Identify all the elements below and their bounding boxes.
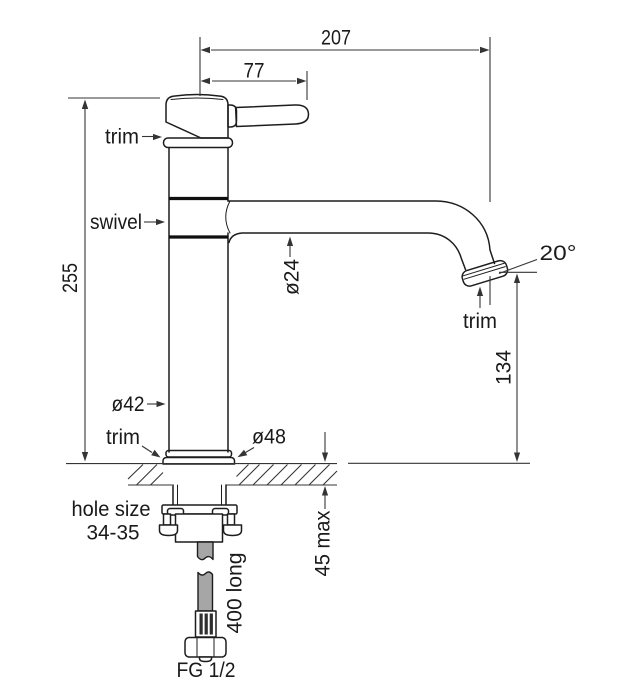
lever-handle — [234, 104, 310, 128]
arrowhead-left — [200, 46, 210, 54]
label-hole-size-value: 34-35 — [87, 522, 140, 545]
arrowhead-down — [321, 452, 329, 462]
hose-connector-nut — [184, 636, 227, 658]
arrowhead-down — [81, 452, 89, 462]
hose-ferrule-rib-1 — [199, 613, 203, 635]
base-trim-ring — [165, 449, 233, 458]
base-flange-group — [162, 449, 236, 465]
hose-upper-segment — [196, 541, 214, 561]
dimension-spout-diameter: ø24 — [281, 236, 304, 295]
aerator-cap — [461, 259, 509, 287]
arrowhead-up — [476, 286, 484, 296]
hose-lower-segment — [197, 571, 214, 612]
label-trim-top: trim — [105, 126, 139, 149]
arrowhead — [151, 449, 161, 458]
arrowhead-up — [513, 273, 521, 283]
leader-line — [141, 445, 153, 453]
label-trim-spout: trim — [463, 310, 497, 333]
dimension-handle-reach: 77 — [200, 60, 308, 100]
arrowhead — [153, 133, 162, 141]
tap-head-top-seam — [170, 97, 224, 100]
label-swivel-group: swivel — [90, 211, 165, 234]
dimension-body-diameter: ø42 — [112, 393, 166, 416]
swivel-junction-arc — [225, 200, 231, 234]
base-flange — [162, 456, 236, 465]
dimension-base-diameter: ø48 — [237, 426, 286, 458]
arrowhead-up — [286, 236, 294, 246]
head-trim-ring — [162, 137, 234, 149]
label-trim-top-group: trim — [105, 126, 162, 149]
spout-aerator-trim — [461, 259, 509, 287]
mounting-block — [174, 513, 224, 543]
label-connection-group: FG 1/2 — [177, 659, 236, 682]
dim-angle-label: 20° — [540, 242, 577, 265]
dimension-spout-angle: 20° — [498, 242, 577, 275]
dim-207-label: 207 — [321, 27, 351, 50]
dim-dia24-label: ø24 — [281, 259, 304, 295]
tap-body-group — [168, 146, 231, 453]
arrowhead — [237, 449, 248, 458]
mounting-hardware-group — [158, 484, 243, 543]
bolt-stem-left — [162, 513, 172, 526]
label-trim-base-group: trim — [106, 426, 161, 458]
bolt-head-right — [222, 524, 243, 537]
leader-line — [245, 447, 255, 453]
aerator-ring-2 — [463, 266, 506, 280]
hose-ferrule-rib-2 — [204, 613, 208, 635]
dimension-hose-length: 400 long — [224, 553, 247, 634]
label-fg12: FG 1/2 — [177, 659, 236, 682]
hose-tail — [198, 656, 213, 663]
spout-group — [227, 200, 509, 287]
dimension-outlet-height: 134 — [493, 273, 521, 462]
dim-255-label: 255 — [59, 263, 82, 293]
dim-400long-label: 400 long — [224, 553, 247, 634]
dimension-height: 255 — [59, 97, 160, 462]
label-hole-size-group: hole size 34-35 — [72, 498, 151, 545]
arrowhead-right — [480, 46, 490, 54]
dimension-bench-thickness: 45 max — [312, 432, 335, 577]
bolt-head-left — [158, 524, 179, 537]
dim-77-label: 77 — [244, 60, 265, 83]
dim-dia48-label: ø48 — [252, 426, 286, 449]
bench-surface-group — [66, 462, 530, 486]
angle-ref-diagonal — [498, 258, 538, 275]
label-swivel: swivel — [90, 211, 142, 234]
bolt-stem-right — [226, 513, 236, 526]
dim-45max-label: 45 max — [312, 510, 335, 576]
hose-group — [184, 541, 227, 663]
aerator-ring-1 — [462, 262, 505, 277]
hose-ferrule-rib-3 — [209, 613, 213, 635]
spout-inner-edge — [228, 232, 467, 271]
bench-hatching — [127, 464, 338, 486]
dim-134-label: 134 — [493, 350, 516, 385]
label-trim-spout-group: trim — [463, 286, 497, 333]
tap-head-group — [162, 93, 310, 149]
spout-outer-edge — [227, 200, 496, 265]
arrowhead-left — [200, 77, 210, 85]
arrowhead — [156, 400, 166, 408]
arrowhead-right — [297, 77, 307, 85]
label-trim-base: trim — [106, 426, 140, 449]
label-hole-size: hole size — [72, 498, 151, 521]
dim-dia42-label: ø42 — [112, 393, 145, 416]
dimension-overall-reach: 207 — [199, 27, 491, 305]
arrowhead-up — [321, 486, 329, 496]
arrowhead-down — [513, 452, 521, 462]
arrowhead — [156, 218, 165, 226]
arrowhead-up — [81, 99, 89, 109]
tap-head — [165, 93, 229, 139]
